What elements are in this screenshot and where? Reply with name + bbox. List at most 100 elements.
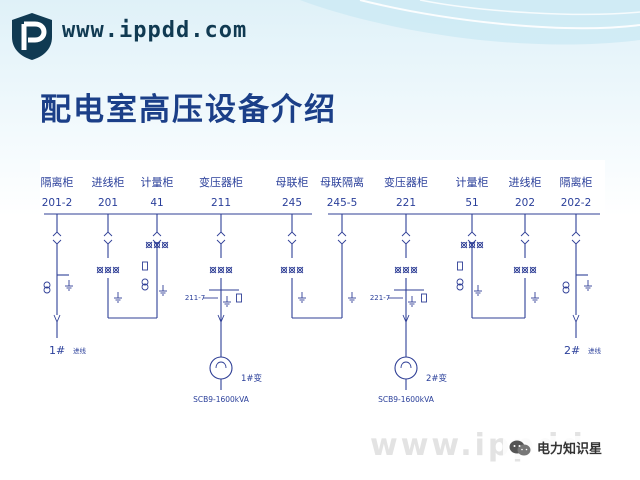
ct-mark — [225, 266, 233, 274]
feeder-sub-label: 进线 — [73, 346, 87, 355]
fuse-icon — [421, 293, 427, 303]
earth-icon — [348, 292, 356, 303]
wechat-account-badge[interactable]: 电力知识星 — [503, 436, 609, 459]
column-name: 隔离柜 — [560, 175, 593, 189]
ct-coil — [112, 266, 120, 274]
ct-mark — [460, 241, 468, 249]
pt-coil — [562, 281, 570, 289]
ippdd-logo-icon — [12, 13, 52, 60]
transformer-winding — [215, 361, 227, 369]
transformer-name: 2#变 — [426, 373, 448, 384]
slide-title: 配电室高压设备介绍 — [40, 92, 337, 128]
ct-mark — [476, 241, 484, 249]
column-name: 母联隔离 — [320, 175, 364, 189]
wechat-account-name: 电力知识星 — [537, 442, 603, 457]
ct-mark — [288, 266, 296, 274]
column-code: 51 — [465, 197, 478, 209]
column-code: 221 — [396, 197, 416, 209]
contact-chevron-up — [571, 231, 581, 237]
column-code: 41 — [150, 197, 163, 209]
column-name: 计量柜 — [141, 176, 174, 189]
ct-coil — [209, 266, 217, 274]
column-name: 变压器柜 — [384, 175, 428, 189]
earth-icon — [298, 292, 306, 303]
pt-coil — [562, 286, 570, 294]
current-transformer-group — [394, 266, 418, 274]
current-transformer-group — [209, 266, 233, 274]
ct-mark — [280, 266, 288, 274]
ct-coil — [280, 266, 288, 274]
column-name: 变压器柜 — [199, 175, 243, 189]
header-swoosh — [300, 0, 640, 45]
feeder-sub-label: 进线 — [588, 346, 602, 355]
earth-icon — [159, 285, 167, 296]
ct-mark — [96, 266, 104, 274]
ct-coil — [161, 241, 169, 249]
pt-coil — [43, 281, 51, 289]
contact-chevron-up — [152, 231, 162, 237]
ct-coil — [394, 266, 402, 274]
column-code: 202 — [515, 197, 535, 209]
current-transformer-group — [513, 266, 537, 274]
contact-chevron-up — [216, 231, 226, 237]
ct-mark — [145, 241, 153, 249]
earth-icon — [531, 292, 539, 303]
arrow-down-icon — [402, 314, 410, 324]
ct-mark — [217, 266, 225, 274]
ct-coil — [217, 266, 225, 274]
wechat-icon — [509, 440, 531, 455]
ct-mark — [410, 266, 418, 274]
arrow-down-icon — [217, 314, 225, 324]
column-code: 245-5 — [327, 197, 358, 209]
ct-coil — [529, 266, 537, 274]
ct-coil — [153, 241, 161, 249]
column-name: 母联柜 — [276, 176, 309, 189]
ct-mark — [153, 241, 161, 249]
column-code: 201-2 — [42, 197, 73, 209]
transformer-spec: SCB9-1600kVA — [193, 395, 250, 404]
contact-chevron-up — [520, 231, 530, 237]
ct-mark — [521, 266, 529, 274]
earth-icon — [474, 285, 482, 296]
disconnector-label: 211-7 — [185, 294, 205, 302]
contact-chevron-up — [337, 231, 347, 237]
contact-chevron-up — [467, 231, 477, 237]
ct-coil — [513, 266, 521, 274]
current-transformer-group — [96, 266, 120, 274]
transformer-spec: SCB9-1600kVA — [378, 395, 435, 404]
column-code: 202-2 — [561, 197, 592, 209]
pt-coil — [456, 283, 464, 291]
fuse-icon — [457, 261, 463, 271]
earth-icon — [114, 292, 122, 303]
ct-mark — [394, 266, 402, 274]
ct-coil — [402, 266, 410, 274]
ct-coil — [460, 241, 468, 249]
column-name: 计量柜 — [456, 176, 489, 189]
ct-mark — [468, 241, 476, 249]
ct-coil — [296, 266, 304, 274]
column-code: 245 — [282, 197, 302, 209]
column-code: 201 — [98, 197, 118, 209]
ct-coil — [104, 266, 112, 274]
contact-chevron-up — [401, 231, 411, 237]
pt-coil — [141, 283, 149, 291]
site-url[interactable]: www.ippdd.com — [62, 18, 248, 43]
column-name: 进线柜 — [92, 175, 125, 189]
earth-icon — [408, 296, 416, 307]
pt-coil — [456, 278, 464, 286]
contact-chevron-up — [287, 231, 297, 237]
ct-coil — [288, 266, 296, 274]
contact-chevron-up — [103, 231, 113, 237]
ct-mark — [104, 266, 112, 274]
ct-coil — [225, 266, 233, 274]
ct-mark — [112, 266, 120, 274]
transformer-winding — [400, 361, 412, 369]
feeder-label: 1# — [49, 344, 65, 357]
column-name: 隔离柜 — [41, 175, 74, 189]
pt-coil — [141, 278, 149, 286]
contact-chevron-up — [52, 231, 62, 237]
current-transformer-group — [460, 241, 484, 249]
current-transformer-group — [280, 266, 304, 274]
